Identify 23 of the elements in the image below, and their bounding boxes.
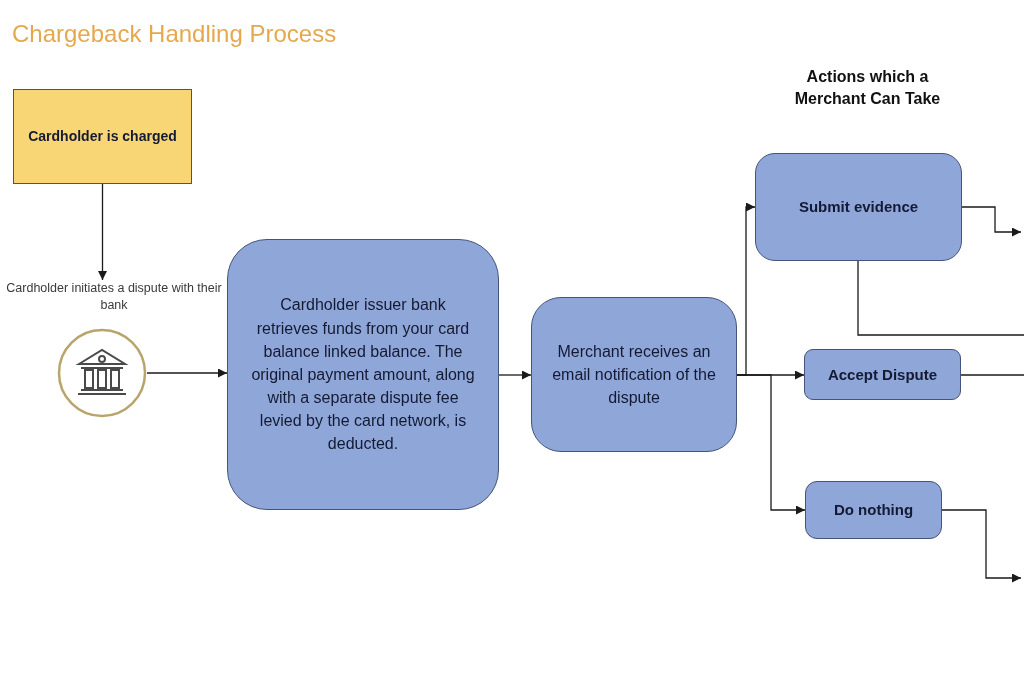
process-box xyxy=(755,153,962,261)
process-box xyxy=(804,349,961,400)
arrow xyxy=(961,206,1022,237)
box-label: Merchant receives an email notification of the dispute xyxy=(551,341,717,409)
connector-line xyxy=(960,374,1024,376)
box-label: Submit evidence xyxy=(798,197,919,217)
box-label: Cardholder issuer bank retrieves funds from your card balance linked balance. The original payment amount, along with a separate dispute fee levied by the card network, is deducted. xyxy=(250,295,476,455)
arrow xyxy=(941,509,1022,583)
process-box xyxy=(531,297,737,452)
column-heading: Actions which a Merchant Can Take xyxy=(793,67,942,110)
diagram-title: Chargeback Handling Process xyxy=(12,20,337,48)
arrow xyxy=(736,374,806,515)
connector-line xyxy=(857,260,1024,336)
arrow xyxy=(98,183,107,281)
box-label: Accept Dispute xyxy=(827,364,938,385)
process-box xyxy=(227,239,499,510)
box-label: Do nothing xyxy=(833,500,914,520)
arrow xyxy=(498,370,532,380)
arrow xyxy=(146,368,228,378)
process-box xyxy=(13,89,192,184)
process-box xyxy=(805,481,942,539)
box-label: Cardholder is charged xyxy=(28,127,177,146)
step-caption: Cardholder initiates a dispute with their bank xyxy=(5,280,223,314)
